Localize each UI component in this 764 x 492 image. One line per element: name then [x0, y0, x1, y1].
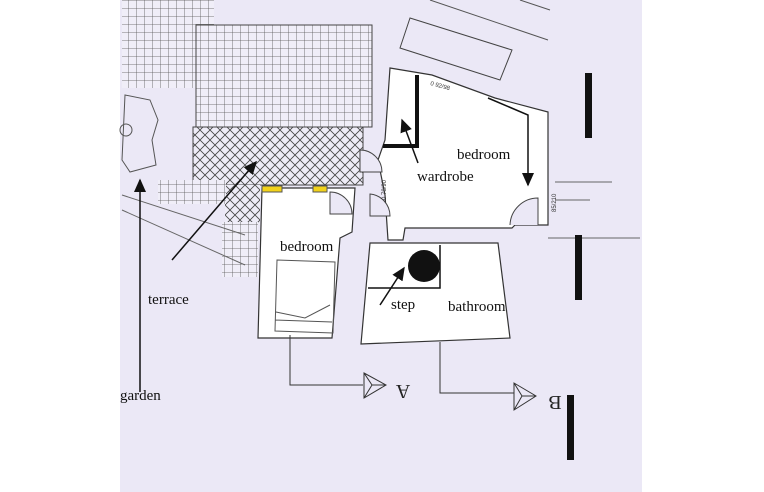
- label-bedroom-upper: bedroom: [457, 147, 511, 163]
- annex-outline: [399, 17, 513, 81]
- dimension-left-door: 0 78/90: [382, 179, 388, 200]
- section-label-a: A: [395, 380, 410, 402]
- site-line: [429, 0, 551, 41]
- section-label-b: B: [548, 391, 561, 413]
- steps: [158, 180, 226, 204]
- stairs: [222, 222, 258, 277]
- garden-pond: [121, 94, 159, 173]
- arrow-bedroom: [487, 97, 534, 187]
- window: [261, 185, 283, 193]
- arrow-step: [379, 266, 405, 306]
- roof-tiles-main: [195, 24, 373, 128]
- wardrobe-wall: [383, 75, 419, 148]
- dimension-right-door: 85/210: [552, 193, 558, 212]
- terrace-hatch: [192, 126, 364, 186]
- fountain: [119, 123, 133, 137]
- scale-bar: [585, 73, 592, 138]
- step-outline: [368, 245, 441, 289]
- label-terrace: terrace: [148, 292, 189, 308]
- arrow-wardrobe: [400, 118, 419, 164]
- section-line-b: [439, 342, 514, 394]
- wall-line: [548, 181, 640, 239]
- window: [312, 185, 328, 193]
- scale-bar: [567, 395, 574, 460]
- door-swing: [329, 191, 353, 215]
- label-bedroom-lower: bedroom: [280, 239, 334, 255]
- garden-path: [121, 194, 246, 266]
- label-wardrobe: wardrobe: [417, 169, 474, 185]
- arrow-terrace: [171, 160, 257, 261]
- door-swing: [359, 149, 383, 173]
- scale-bar: [575, 235, 582, 300]
- section-arrow-b: [513, 382, 537, 411]
- section-arrow-a: [363, 372, 388, 399]
- lower-bedroom: [257, 187, 356, 339]
- label-bathroom: bathroom: [448, 299, 506, 315]
- door-swing: [369, 193, 391, 217]
- label-garden: garden: [120, 388, 161, 404]
- label-step: step: [391, 297, 415, 313]
- bed: [274, 259, 336, 334]
- door-swing: [509, 197, 539, 226]
- step-circle: [408, 250, 440, 282]
- dimension-top-door: 0 92/98: [429, 81, 451, 92]
- section-line-a: [289, 335, 363, 386]
